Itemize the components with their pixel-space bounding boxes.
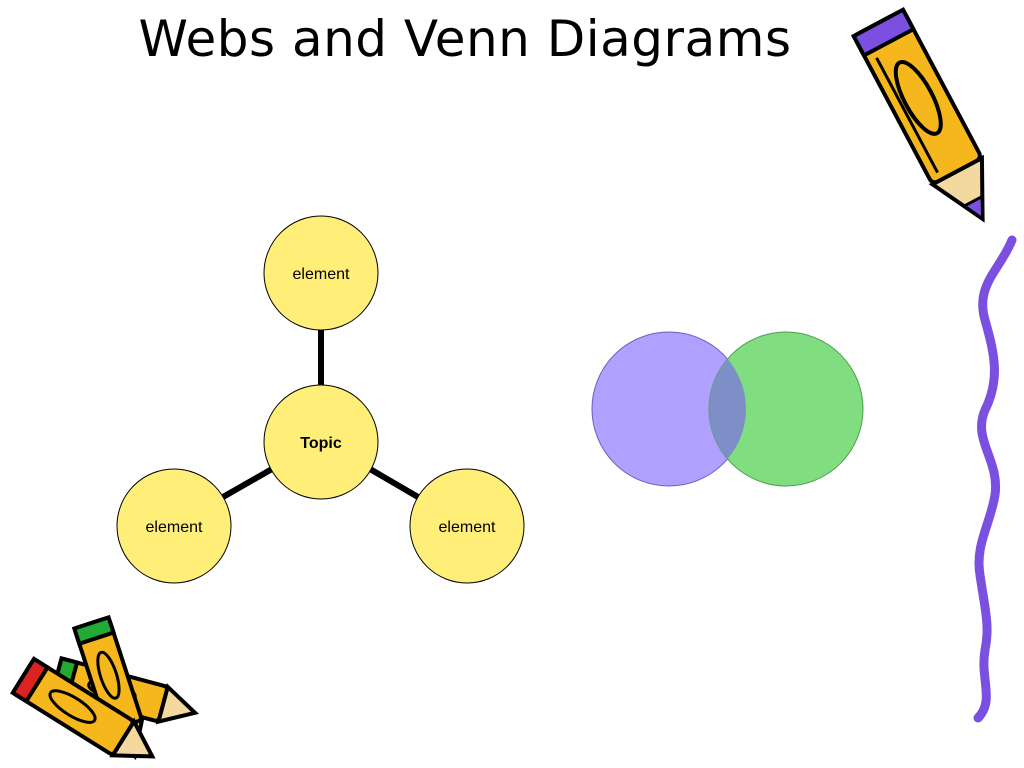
web-node-center-label: Topic <box>300 435 342 452</box>
web-node-top-label: element <box>293 266 350 283</box>
web-connector-left <box>221 466 274 500</box>
web-connector-right <box>368 466 420 500</box>
web-node-right-label: element <box>439 519 496 536</box>
wavy-border-line <box>973 235 1017 723</box>
pencil-icon-large <box>850 7 985 223</box>
web-node-top: element <box>263 215 379 331</box>
slide-title: Webs and Venn Diagrams <box>138 10 792 68</box>
web-node-left-label: element <box>146 519 203 536</box>
web-node-left: element <box>116 468 232 584</box>
web-node-center: Topic <box>263 384 379 500</box>
web-node-right: element <box>409 468 525 584</box>
pencil-icon-small-3 <box>10 656 156 759</box>
